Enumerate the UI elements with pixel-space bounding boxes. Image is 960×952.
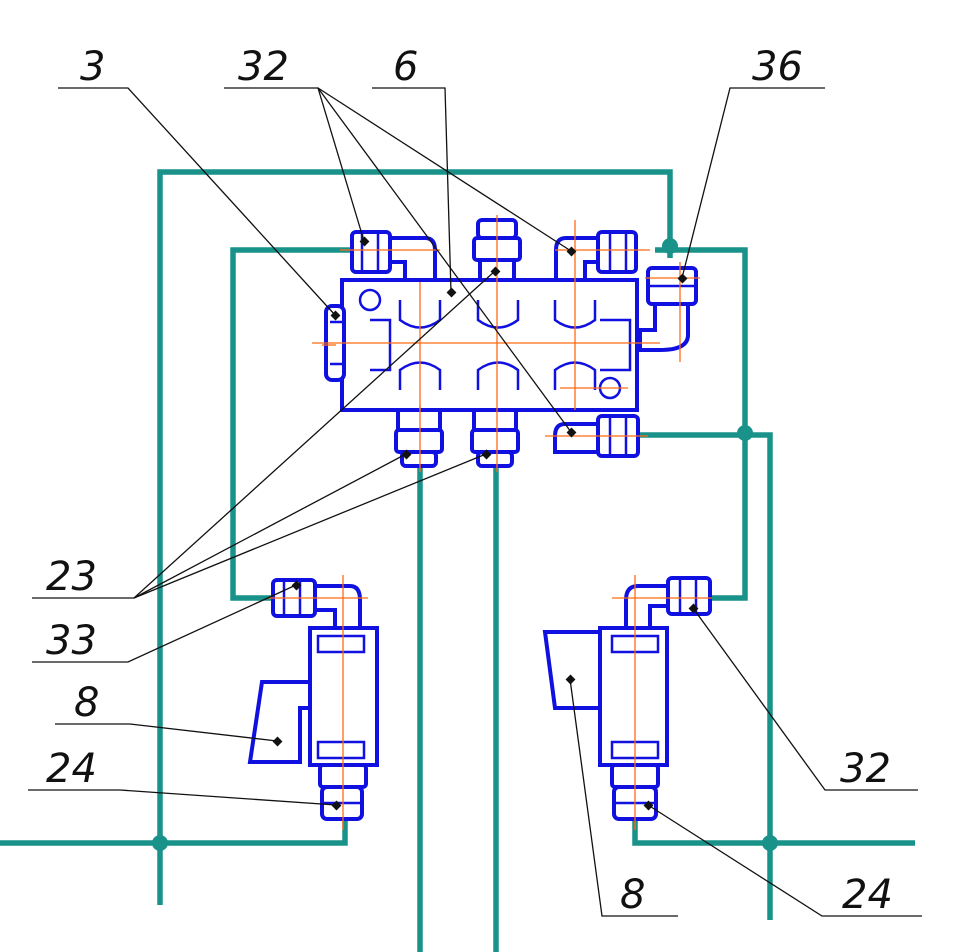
- pipe-junction: [737, 425, 753, 441]
- pipe-junction: [152, 835, 168, 851]
- leader-3: [58, 87, 336, 316]
- marker: [272, 736, 283, 747]
- valve-unit-right: [598, 576, 712, 821]
- label-8-left: 8: [74, 680, 99, 726]
- leader-24-right: [647, 804, 922, 917]
- label-32-right: 32: [840, 746, 891, 792]
- pipe-junction: [662, 238, 678, 254]
- leader-24-left: [28, 789, 337, 806]
- centerlines: [268, 215, 712, 830]
- marker: [446, 287, 457, 298]
- label-36: 36: [752, 44, 803, 90]
- label-24-left: 24: [46, 746, 97, 792]
- pipe-right-supply: [655, 247, 748, 601]
- label-32-top: 32: [238, 44, 289, 90]
- solenoid-coil-right: [542, 630, 602, 710]
- pipe-outer-loop: [157, 169, 673, 905]
- marker: [677, 273, 688, 284]
- leader-32-right: [692, 607, 918, 791]
- marker: [331, 800, 342, 811]
- elbow-fitting-right-36: [638, 266, 698, 352]
- callout-labels: 3 32 6 36 23 33 8 24 32 8 24: [46, 44, 893, 918]
- marker: [291, 580, 302, 591]
- leader-32-top: [224, 87, 365, 242]
- marker: [359, 236, 370, 247]
- marker: [401, 449, 412, 460]
- solenoid-coil-left: [247, 680, 312, 764]
- manifold-block: [340, 278, 639, 412]
- leader-33: [32, 584, 297, 663]
- pipe-left-supply: [230, 247, 352, 601]
- leader-6: [372, 87, 452, 293]
- label-6: 6: [393, 44, 418, 90]
- pipe-junction: [762, 835, 778, 851]
- label-3: 3: [80, 44, 105, 90]
- label-8-right: 8: [620, 872, 645, 918]
- leader-36: [681, 87, 825, 279]
- elbow-fitting-top-right: [554, 230, 638, 282]
- bottom-fitting-left: [394, 408, 444, 468]
- label-23: 23: [46, 554, 97, 600]
- leader-8-left: [55, 723, 278, 742]
- marker: [481, 449, 492, 460]
- pipe-network: [0, 169, 915, 952]
- bottom-fitting-right: [470, 408, 520, 468]
- pipe-bottom-left: [0, 820, 348, 846]
- label-33: 33: [46, 618, 97, 664]
- leader-8-right: [569, 678, 678, 917]
- label-24-right: 24: [842, 872, 893, 918]
- pipe-right-return: [640, 432, 773, 920]
- marker: [490, 266, 501, 277]
- leader-lines: [28, 87, 922, 917]
